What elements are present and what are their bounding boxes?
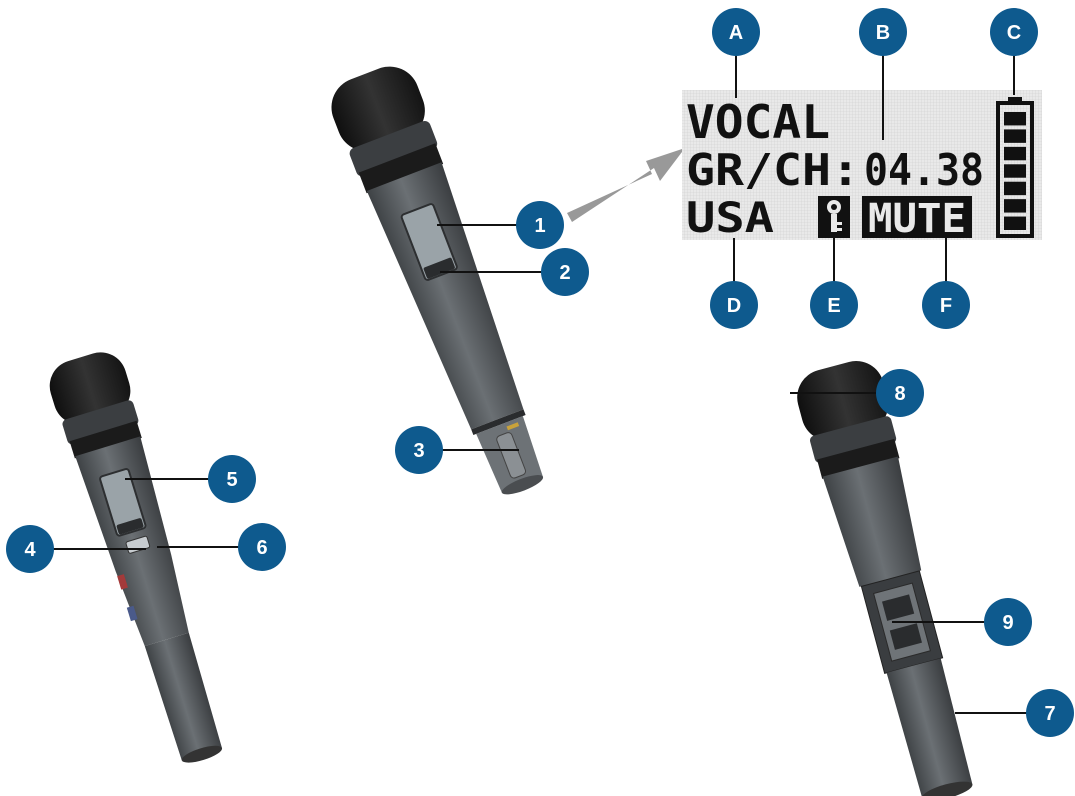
mic-button — [423, 257, 455, 279]
callout-8: 8 — [876, 369, 924, 417]
svg-text:B: B — [876, 22, 890, 44]
svg-text:8: 8 — [894, 383, 905, 405]
lcd-preset-name: VOCAL — [686, 95, 830, 149]
battery-icon — [996, 97, 1034, 238]
callout-9: 9 — [984, 598, 1032, 646]
callout-d: D — [710, 281, 758, 329]
callout-7: 7 — [1026, 689, 1074, 737]
svg-text:5: 5 — [226, 469, 237, 491]
pointer-arrow — [567, 148, 685, 222]
callout-c: C — [990, 8, 1038, 56]
battery-segment — [1004, 199, 1026, 213]
lcd-region: USA — [686, 193, 774, 242]
svg-text:1: 1 — [534, 215, 545, 237]
battery-pack — [886, 658, 973, 796]
battery-segment — [1004, 112, 1026, 126]
callout-4: 4 — [6, 525, 54, 573]
mute-indicator — [862, 196, 972, 238]
svg-text:7: 7 — [1044, 703, 1055, 725]
callout-6: 6 — [238, 523, 286, 571]
battery-segment — [1004, 181, 1026, 196]
battery-segment — [1004, 164, 1026, 178]
battery-segment — [1004, 216, 1026, 230]
svg-text:6: 6 — [256, 537, 267, 559]
svg-text:F: F — [940, 295, 952, 317]
lcd-group-channel-value: 04.38 — [864, 145, 984, 196]
callout-1: 1 — [516, 201, 564, 249]
svg-text:A: A — [729, 22, 743, 44]
svg-text:E: E — [827, 295, 840, 317]
callouts: A B C D E F 1 2 — [6, 8, 1074, 737]
callout-b: B — [859, 8, 907, 56]
svg-text:C: C — [1007, 22, 1021, 44]
svg-text:4: 4 — [24, 539, 36, 561]
svg-text:3: 3 — [413, 440, 424, 462]
battery-segment — [1004, 129, 1026, 143]
callout-2: 2 — [541, 248, 589, 296]
mic-body — [366, 162, 524, 430]
mic-grille — [797, 361, 889, 441]
battery-segment — [1004, 146, 1026, 161]
svg-text:2: 2 — [559, 262, 570, 284]
microphone-front-view — [331, 66, 544, 495]
svg-text:D: D — [727, 295, 741, 317]
callout-3: 3 — [395, 426, 443, 474]
callout-f: F — [922, 281, 970, 329]
callout-a: A — [712, 8, 760, 56]
lcd-group-channel-label: GR/CH: — [686, 145, 860, 196]
callout-5: 5 — [208, 455, 256, 503]
microphone-battery-view — [797, 361, 973, 796]
mute-label: MUTE — [868, 196, 966, 242]
callout-e: E — [810, 281, 858, 329]
svg-text:9: 9 — [1002, 612, 1013, 634]
microphone-side-view — [49, 352, 223, 763]
key-icon — [818, 196, 850, 238]
lcd-display: VOCAL GR/CH: 04.38 USA MUTE — [682, 90, 1042, 242]
